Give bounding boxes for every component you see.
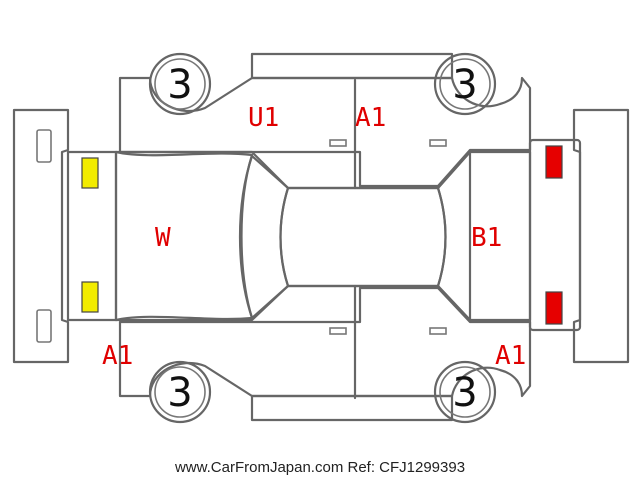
rear-window — [436, 150, 472, 322]
rear-view — [528, 108, 630, 364]
damage-code-front-bottom-left: A1 — [102, 341, 133, 371]
front-view — [12, 108, 118, 364]
tire-rear-left: 3 — [148, 360, 212, 424]
damage-code-rear-bottom-right: A1 — [495, 341, 526, 371]
door-handle-front-top — [329, 139, 347, 147]
top-view — [114, 78, 532, 400]
front-bumper-slot-bottom — [36, 309, 52, 343]
tire-rear-right: 3 — [433, 360, 497, 424]
damage-code-roof-left: U1 — [248, 103, 279, 133]
damage-code-hood: W — [155, 223, 171, 253]
tire-front-right: 3 — [433, 52, 497, 116]
tire-rear-left-outer — [148, 360, 212, 424]
tire-front-left-inner — [154, 58, 206, 110]
door-handle-rear-top — [429, 139, 447, 147]
tire-rear-right-number: 3 — [452, 370, 477, 416]
damage-code-back-door: B1 — [471, 223, 502, 253]
tire-front-right-number: 3 — [452, 62, 477, 108]
damage-code-roof-right: A1 — [355, 103, 386, 133]
tire-front-right-outer — [433, 52, 497, 116]
tire-rear-left-inner — [154, 366, 206, 418]
front-lamp-top — [81, 157, 99, 189]
tire-rear-left-number: 3 — [167, 370, 192, 416]
tire-rear-right-outer — [433, 360, 497, 424]
source-footer: www.CarFromJapan.com Ref: CFJ1299393 — [174, 459, 465, 476]
rear-bumper-outline — [572, 108, 630, 364]
door-handle-front-bottom — [329, 327, 347, 335]
car-body-outline — [114, 150, 532, 322]
tire-front-left-outer — [148, 52, 212, 116]
rear-lamp-top — [545, 145, 563, 179]
hood-line — [114, 150, 254, 322]
front-bumper-slot-top — [36, 129, 52, 163]
tire-front-right-inner — [439, 58, 491, 110]
roof-rail-bottom — [250, 394, 454, 422]
front-lamp-bottom — [81, 281, 99, 313]
tire-front-left-number: 3 — [167, 62, 192, 108]
rear-lamp-bottom — [545, 291, 563, 325]
roof-rail-top — [250, 52, 454, 80]
tire-front-left: 3 — [148, 52, 212, 116]
rear-face — [528, 138, 582, 332]
door-handle-rear-bottom — [429, 327, 447, 335]
roof-panel — [279, 186, 447, 288]
front-bumper-outline — [12, 108, 70, 364]
tire-rear-right-inner — [439, 366, 491, 418]
